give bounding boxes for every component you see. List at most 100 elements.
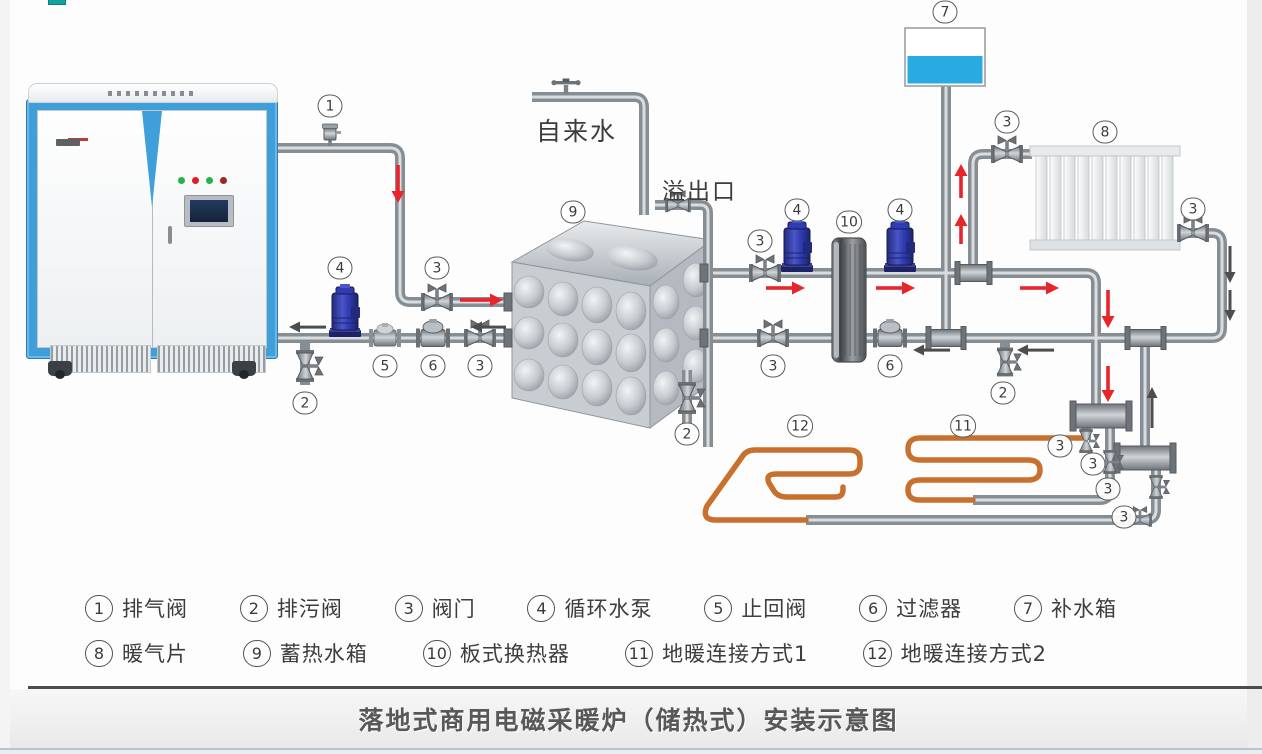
radiator <box>1029 145 1181 251</box>
legend-number: 1 <box>85 594 113 622</box>
callout-heat-exchanger: 10 <box>836 210 862 234</box>
legend-label: 止回阀 <box>741 597 808 621</box>
right-margin <box>1247 0 1262 754</box>
circulation-pump <box>780 218 814 273</box>
tap-water-label: 自来水 <box>536 117 618 146</box>
bottom-border <box>0 748 1262 750</box>
legend-item-5: 5 止回阀 <box>704 593 807 623</box>
legend-number: 7 <box>1013 594 1042 622</box>
floor-loop-1-serpentine <box>905 435 1089 503</box>
callout-pump: 4 <box>784 198 810 222</box>
divider-line <box>28 686 1262 689</box>
plate-heat-exchanger <box>831 237 867 363</box>
overflow-label: 溢出口 <box>662 179 737 205</box>
piping-svg <box>278 27 1236 528</box>
callout-valve: 3 <box>747 229 773 253</box>
callout-drain-valve: 2 <box>674 422 700 446</box>
callout-floor-loop-2: 12 <box>787 414 813 438</box>
screen-lcd <box>190 200 228 222</box>
callout-check-valve: 5 <box>372 354 398 378</box>
circulation-pump <box>883 218 917 273</box>
legend-item-7: 7 补水箱 <box>1013 593 1117 623</box>
caster-wheel <box>48 361 72 379</box>
legend-number: 11 <box>624 639 654 667</box>
legend-number: 2 <box>239 594 268 622</box>
control-screen <box>184 195 234 227</box>
filter <box>872 318 908 348</box>
callout-filter: 6 <box>877 354 903 378</box>
legend-label: 地暖连接方式2 <box>900 642 1047 666</box>
callout-drain-valve: 2 <box>990 381 1016 405</box>
caster-wheel <box>232 361 256 379</box>
makeup-water-tank <box>904 27 986 87</box>
page-title: 落地式商用电磁采暖炉（储热式）安装示意图 <box>358 705 899 735</box>
callout-valve: 3 <box>1080 452 1106 476</box>
teal-accent-chip <box>48 0 66 5</box>
legend-label: 排污阀 <box>276 597 343 621</box>
indicator-light-darkred <box>220 177 227 184</box>
legend-number: 4 <box>527 594 556 622</box>
legend-number: 3 <box>394 594 423 622</box>
storage-tank <box>510 220 714 429</box>
legend-item-12: 12 地暖连接方式2 <box>863 638 1047 668</box>
callout-filter: 6 <box>420 354 446 378</box>
legend-number: 12 <box>863 639 892 667</box>
door-top-notch <box>142 111 162 207</box>
callout-floor-loop-1: 11 <box>950 414 976 438</box>
indicator-light-green <box>178 177 185 184</box>
legend-label: 排气阀 <box>122 597 188 621</box>
circulation-pump <box>328 283 362 338</box>
callout-air-valve: 1 <box>317 94 343 118</box>
legend-item-10: 10 板式换热器 <box>422 638 570 668</box>
callout-valve: 3 <box>1095 477 1121 501</box>
callout-radiator: 8 <box>1092 120 1118 144</box>
callout-valve: 3 <box>1111 505 1137 529</box>
loop-valve <box>1078 428 1100 454</box>
heating-furnace <box>26 83 278 379</box>
indicator-light-green <box>206 177 213 184</box>
callout-pump: 4 <box>327 256 353 280</box>
title-bar: 落地式商用电磁采暖炉（储热式）安装示意图 <box>10 689 1247 748</box>
legend-label: 蓄热水箱 <box>279 642 368 666</box>
check-valve <box>368 322 402 348</box>
callout-valve: 3 <box>467 354 493 378</box>
legend-number: 6 <box>859 594 888 622</box>
door-handle <box>168 226 172 244</box>
legend-item-4: 4 循环水泵 <box>527 593 652 623</box>
callout-valve: 3 <box>760 354 786 378</box>
door-split-line <box>152 111 153 347</box>
legend-label: 循环水泵 <box>564 597 653 621</box>
brand-logo <box>56 139 80 146</box>
bottom-pad <box>0 750 1262 754</box>
legend-item-1: 1 排气阀 <box>85 593 188 623</box>
left-margin <box>0 0 10 754</box>
legend-label: 过滤器 <box>896 597 963 621</box>
supply-manifold <box>1069 400 1133 432</box>
furnace-top-cap <box>28 83 278 103</box>
callout-valve: 3 <box>1047 434 1073 458</box>
floor-heating-loops <box>702 435 1089 523</box>
legend-number: 10 <box>422 639 451 667</box>
callout-drain-valve: 2 <box>292 391 318 415</box>
legend-item-6: 6 过滤器 <box>859 593 962 623</box>
legend-label: 暖气片 <box>122 642 188 666</box>
flow-arrows-dark <box>289 246 1236 428</box>
callout-storage-tank: 9 <box>560 200 586 224</box>
callout-pump: 4 <box>887 198 913 222</box>
indicator-light-red <box>192 177 199 184</box>
pipe-fittings <box>503 261 1177 474</box>
legend-number: 5 <box>704 594 733 622</box>
callout-valve: 3 <box>424 256 450 280</box>
vent-grille <box>157 345 266 373</box>
legend-label: 补水箱 <box>1050 597 1117 621</box>
callout-makeup-tank: 7 <box>932 0 958 24</box>
air-release-valve <box>322 123 342 147</box>
legend-label: 板式换热器 <box>459 642 570 666</box>
